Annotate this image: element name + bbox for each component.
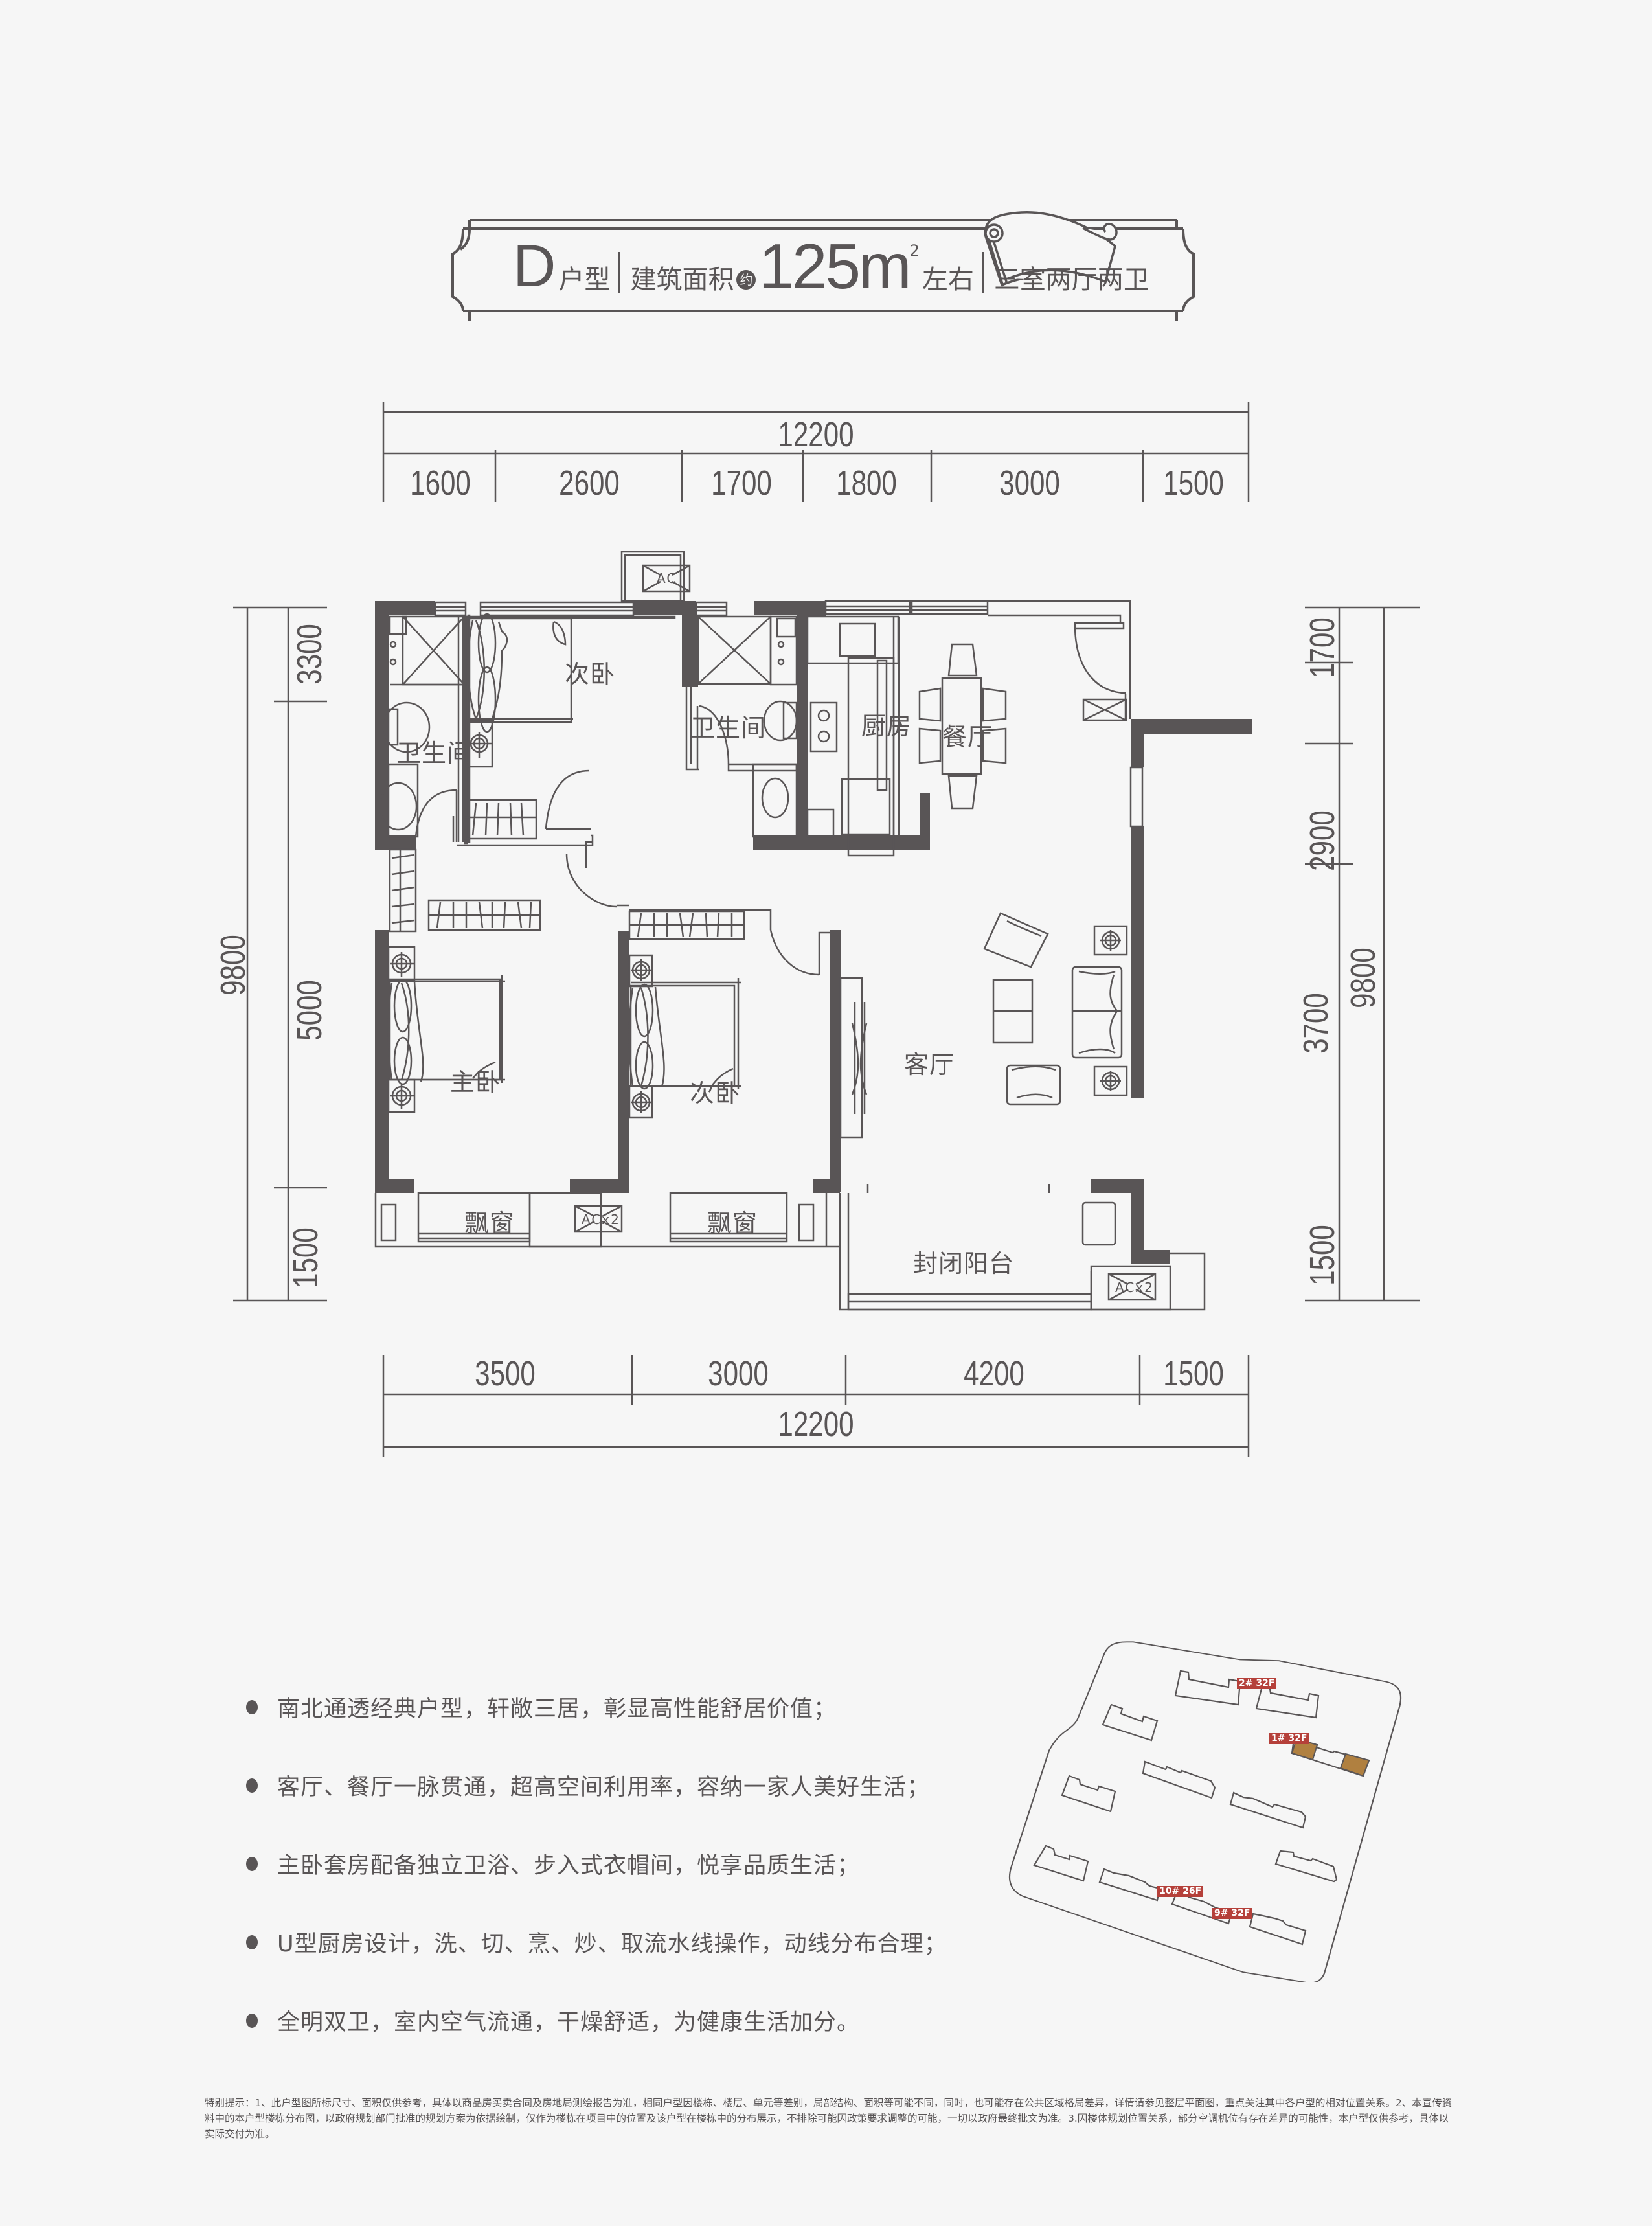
dim-bottom-seg: 4200 bbox=[964, 1354, 1024, 1393]
ac-unit-label-bottom-mid: ACx2 bbox=[582, 1212, 620, 1227]
unit-suffix: 户型 bbox=[558, 265, 611, 295]
dim-top-seg: 1800 bbox=[836, 464, 897, 503]
dim-bottom-seg: 3500 bbox=[475, 1354, 536, 1393]
site-plan-map-icon bbox=[1008, 1641, 1402, 1982]
building-tag-highlighted: 1# 32F bbox=[1269, 1733, 1309, 1744]
dim-bottom-seg: 3000 bbox=[708, 1354, 769, 1393]
ac-unit-label-bottom-right: ACx2 bbox=[1115, 1280, 1154, 1295]
room-label-balcony: 封闭阳台 bbox=[913, 1249, 1015, 1278]
approx-badge: 约 bbox=[736, 270, 756, 290]
area-superscript: 2 bbox=[909, 242, 920, 260]
fixtures bbox=[374, 551, 1206, 1311]
building-tag: 2# 32F bbox=[1237, 1678, 1277, 1689]
room-label-second-bedroom-top: 次卧 bbox=[565, 660, 616, 688]
room-label-dining: 餐厅 bbox=[942, 723, 993, 751]
dim-top-seg: 3000 bbox=[999, 464, 1060, 503]
dim-bottom-total: 12200 bbox=[778, 1405, 854, 1444]
room-label-bathroom-middle: 卫生间 bbox=[690, 714, 767, 742]
dim-top-seg: 1600 bbox=[410, 464, 471, 503]
unit-letter: D bbox=[513, 233, 556, 299]
dim-top-seg: 1500 bbox=[1163, 464, 1224, 503]
area-value: 125m bbox=[758, 231, 911, 302]
highlighted-units bbox=[1291, 1738, 1370, 1777]
room-label-bay-window-left: 飘窗 bbox=[464, 1209, 515, 1238]
buildings bbox=[1033, 1670, 1370, 1946]
site-plan: 2# 32F 1# 32F 10# 26F 9# 32F bbox=[997, 1632, 1425, 1982]
title-divider bbox=[981, 252, 984, 293]
bullet-icon bbox=[246, 1778, 258, 1793]
dim-top-seg: 2600 bbox=[559, 464, 620, 503]
ac-unit-label-top: AC bbox=[657, 571, 677, 586]
room-label-second-bedroom-bottom: 次卧 bbox=[690, 1079, 741, 1107]
banner-frame-icon bbox=[451, 211, 1195, 321]
room-label-bay-window-right: 飘窗 bbox=[707, 1209, 758, 1238]
walls bbox=[375, 601, 1252, 1264]
bullet-icon bbox=[246, 1699, 258, 1714]
feature-item: 南北通透经典户型，轩敞三居，彰显高性能舒居价值； bbox=[246, 1668, 947, 1746]
building-tag: 9# 32F bbox=[1212, 1908, 1252, 1919]
bullet-icon bbox=[246, 1856, 258, 1871]
dim-top-total: 12200 bbox=[778, 415, 854, 454]
bullet-icon bbox=[246, 1935, 258, 1949]
dim-top-seg: 1700 bbox=[711, 464, 772, 503]
title-banner: D 户型 建筑面积 约 125m 2 左右 三室两厅两卫 bbox=[451, 201, 1203, 324]
dim-bottom-seg: 1500 bbox=[1163, 1354, 1224, 1393]
feature-item: 客厅、餐厅一脉贯通，超高空间利用率，容纳一家人美好生活； bbox=[246, 1746, 947, 1824]
feature-item: 主卧套房配备独立卫浴、步入式衣帽间，悦享品质生活； bbox=[246, 1824, 947, 1903]
room-label-kitchen: 厨房 bbox=[861, 712, 912, 740]
area-tail: 左右 bbox=[922, 265, 974, 295]
disclaimer-text: 特别提示：1、此户型图所标尺寸、面积仅供参考，具体以商品房买卖合同及房地局测绘报… bbox=[205, 2097, 1453, 2140]
room-label-living-room: 客厅 bbox=[904, 1051, 955, 1079]
room-label-bathroom-left: 卫生间 bbox=[396, 739, 473, 767]
title-text: D 户型 建筑面积 约 125m 2 左右 三室两厅两卫 bbox=[513, 231, 1149, 302]
building-tag: 10# 26F bbox=[1157, 1886, 1204, 1897]
feature-list: 南北通透经典户型，轩敞三居，彰显高性能舒居价值； 客厅、餐厅一脉贯通，超高空间利… bbox=[246, 1668, 947, 2060]
feature-item: 全明双卫，室内空气流通，干燥舒适，为健康生活加分。 bbox=[246, 1981, 947, 2060]
title-divider bbox=[618, 252, 620, 293]
area-label: 建筑面积 bbox=[630, 265, 734, 295]
room-label-master-bedroom: 主卧 bbox=[450, 1068, 501, 1096]
feature-item: U型厨房设计，洗、切、烹、炒、取流水线操作，动线分布合理； bbox=[246, 1903, 947, 1981]
layout-summary: 三室两厅两卫 bbox=[993, 265, 1149, 295]
bullet-icon bbox=[246, 2013, 258, 2028]
